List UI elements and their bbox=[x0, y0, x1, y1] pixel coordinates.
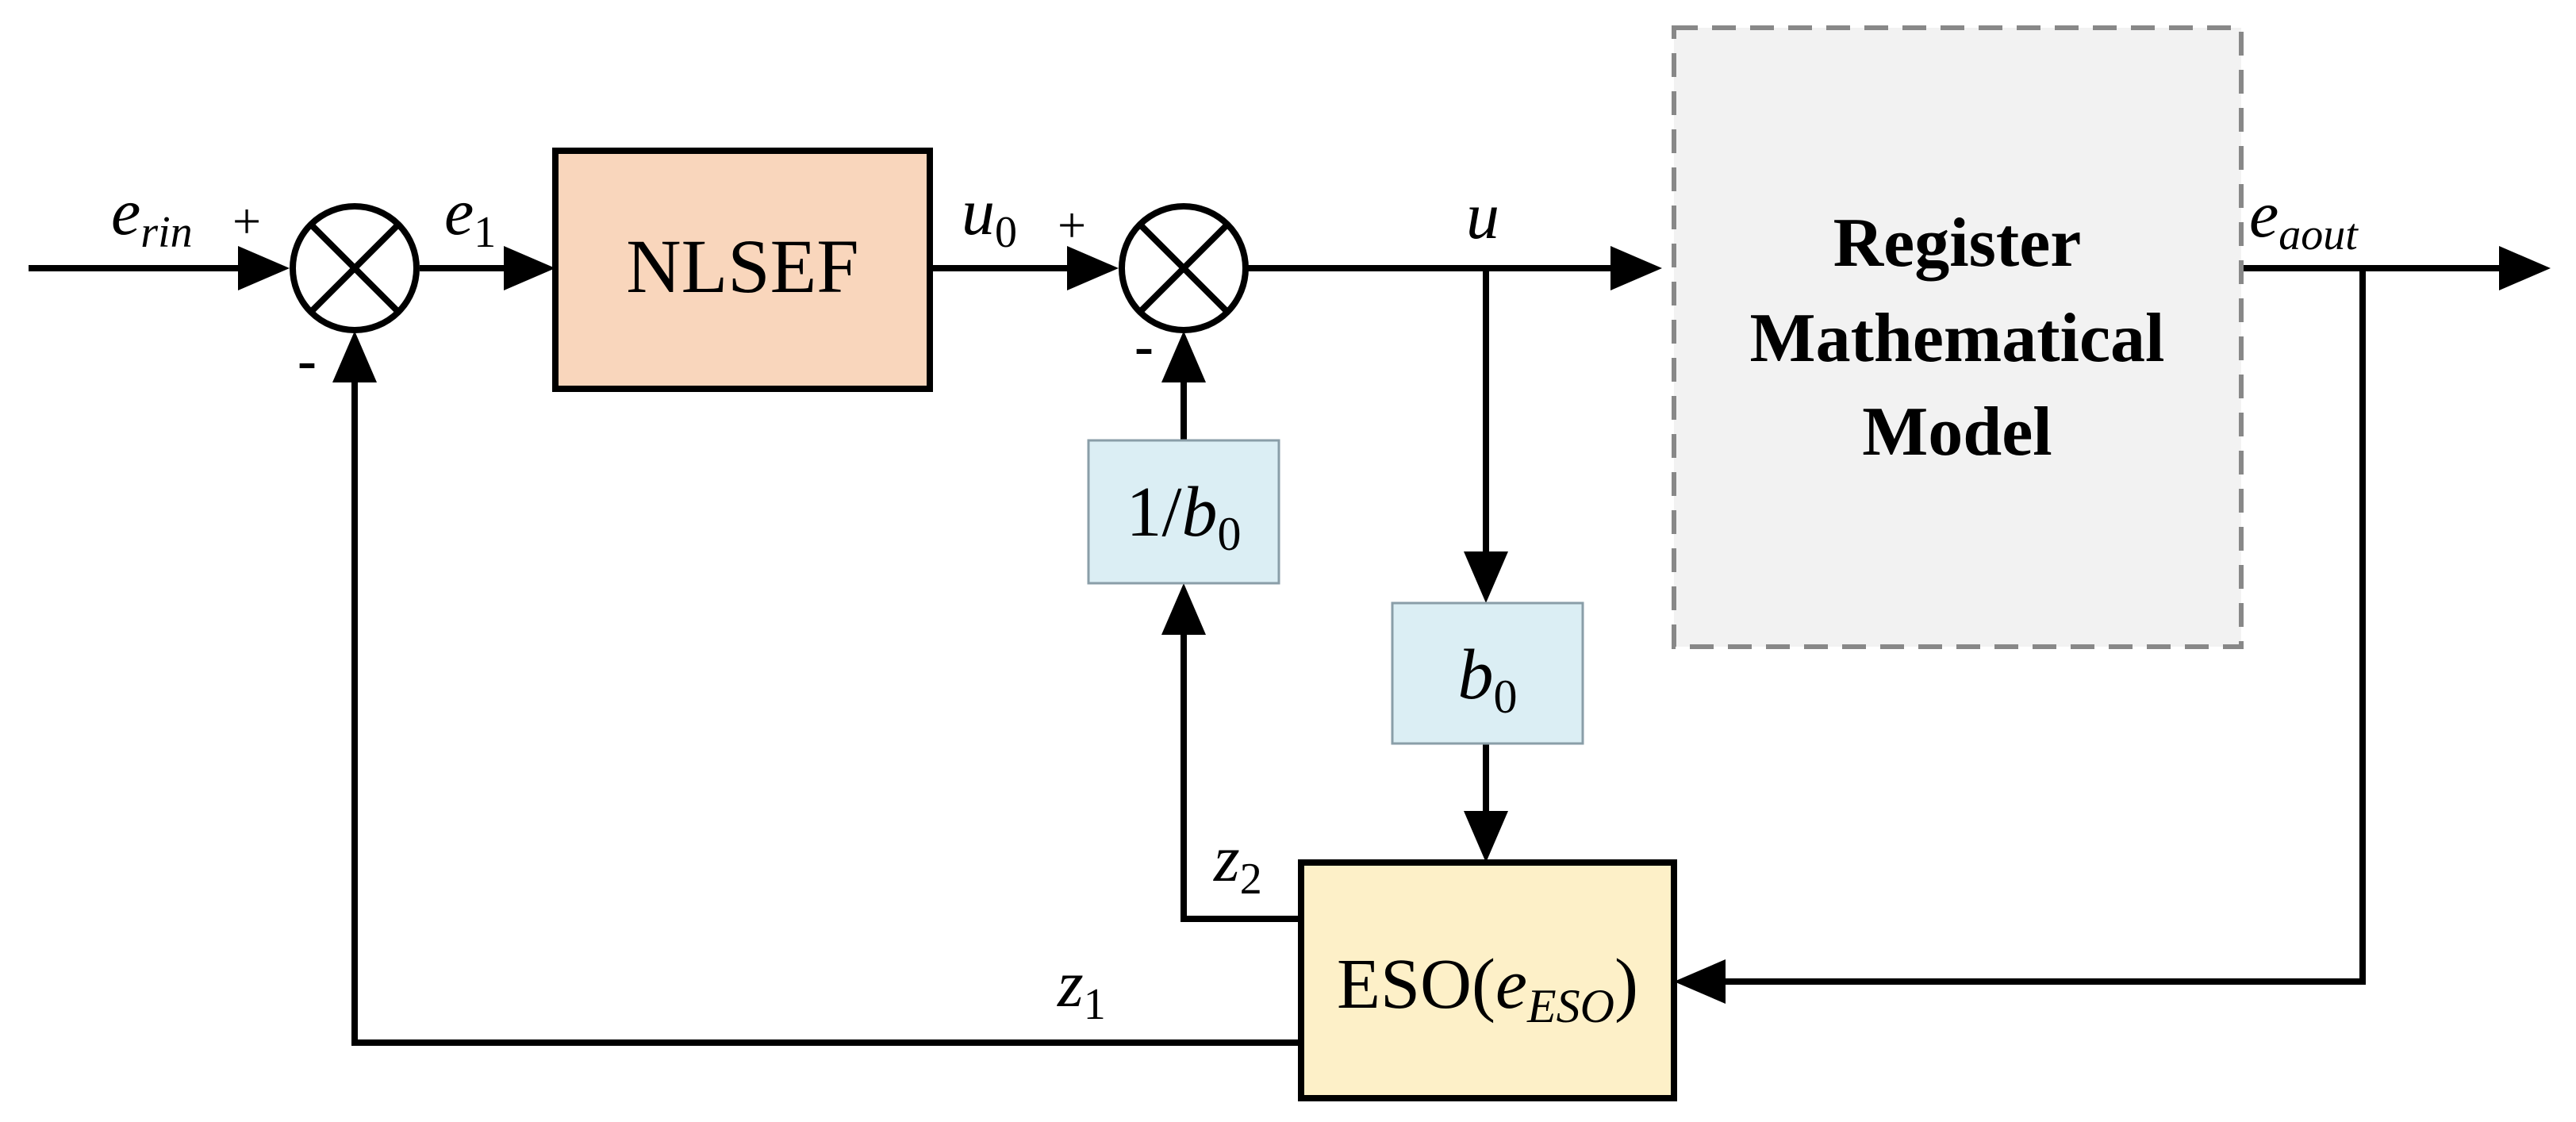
signal-label-z1: z1 bbox=[1057, 947, 1106, 1029]
model-label-line1: Register bbox=[1833, 205, 2082, 282]
arrowhead-eso-top bbox=[1464, 811, 1508, 863]
signal-label-u0: u0 bbox=[962, 175, 1017, 257]
arrowhead-sum2 bbox=[1067, 246, 1119, 290]
wire-z1 bbox=[351, 370, 1304, 1046]
summing-junction-1 bbox=[290, 203, 420, 333]
wire-z2 bbox=[1181, 624, 1304, 922]
arrowhead-output bbox=[2499, 246, 2551, 290]
summing-junction-2 bbox=[1119, 203, 1249, 333]
arrowhead-nlsef bbox=[504, 246, 555, 290]
inverse-b0-gain-block: 1/b0 bbox=[1087, 439, 1280, 585]
b0-label: b0 bbox=[1458, 636, 1518, 723]
b0-gain-block: b0 bbox=[1391, 601, 1584, 745]
sum1-minus-sign: - bbox=[298, 329, 317, 392]
nlsef-block: NLSEF bbox=[552, 148, 933, 392]
sum2-minus-sign: - bbox=[1134, 314, 1154, 378]
arrowhead-sum2-bottom bbox=[1161, 331, 1206, 382]
model-label-line3: Model bbox=[1862, 394, 2052, 471]
arrowhead-eso-right bbox=[1674, 959, 1726, 1004]
sum2-plus-sign: + bbox=[1058, 197, 1086, 253]
register-model-block: Register Mathematical Model bbox=[1672, 25, 2244, 649]
arrowhead-inv-b0 bbox=[1161, 583, 1206, 635]
signal-label-e-rin: erin bbox=[111, 175, 193, 257]
arrowhead-model bbox=[1610, 246, 1662, 290]
signal-label-u: u bbox=[1466, 179, 1499, 253]
signal-wires bbox=[29, 246, 2551, 1046]
signal-label-e-aout: eaout bbox=[2249, 178, 2359, 259]
arrowhead-sum1 bbox=[238, 246, 290, 290]
arrowhead-b0 bbox=[1464, 551, 1508, 603]
eso-label: ESO(eESO) bbox=[1337, 945, 1638, 1032]
arrowhead-sum1-bottom bbox=[332, 331, 377, 382]
eso-block: ESO(eESO) bbox=[1298, 859, 1677, 1101]
model-label-line2: Mathematical bbox=[1750, 300, 2165, 377]
nlsef-label: NLSEF bbox=[626, 224, 858, 309]
wire-output-feedback bbox=[1706, 265, 2366, 985]
signal-label-e1: e1 bbox=[444, 175, 496, 257]
sum1-plus-sign: + bbox=[232, 193, 261, 249]
inverse-b0-label: 1/b0 bbox=[1126, 473, 1241, 560]
signal-label-z2: z2 bbox=[1213, 822, 1262, 904]
